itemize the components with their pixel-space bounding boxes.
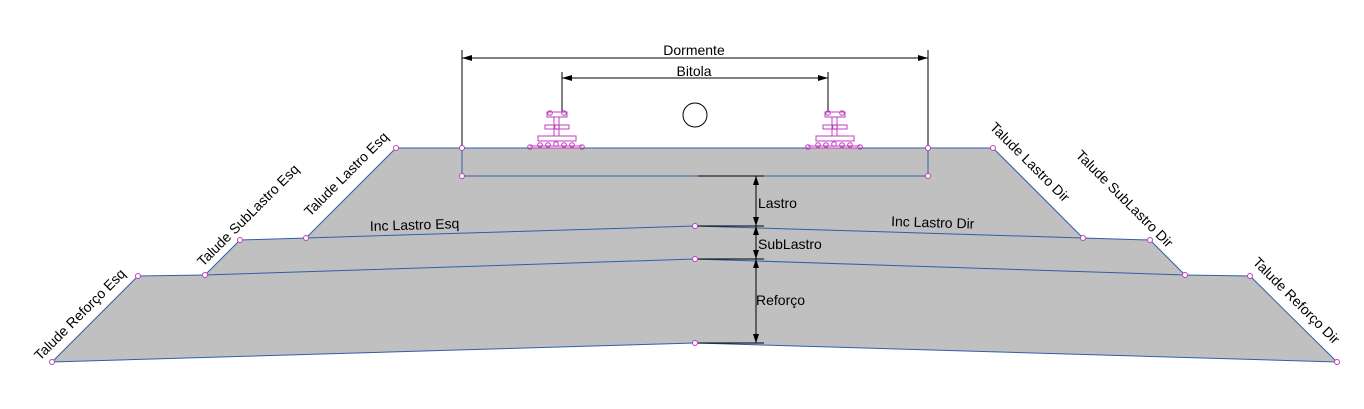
vertex-nodes bbox=[49, 145, 1340, 365]
sublastro-layer bbox=[205, 226, 1185, 275]
inc-lastro-esq-label: Inc Lastro Esq bbox=[370, 215, 460, 234]
dimension-arrows bbox=[462, 55, 928, 343]
reforco-label: Reforço bbox=[756, 292, 805, 308]
sublastro-label: SubLastro bbox=[758, 236, 822, 252]
dormente-label: Dormente bbox=[663, 42, 725, 58]
bitola-label: Bitola bbox=[676, 63, 711, 79]
lastro-label: Lastro bbox=[758, 195, 797, 211]
lastro-layer bbox=[306, 148, 1083, 238]
left-rail bbox=[527, 110, 585, 150]
dimension-lines bbox=[461, 50, 929, 344]
right-rail bbox=[805, 110, 863, 150]
talude-sublastro-dir-label: Talude SubLastro Dir bbox=[1073, 147, 1177, 251]
reforco-layer bbox=[52, 259, 1337, 362]
track-center-circle bbox=[682, 102, 708, 128]
inc-lastro-dir-label: Inc Lastro Dir bbox=[891, 213, 975, 232]
